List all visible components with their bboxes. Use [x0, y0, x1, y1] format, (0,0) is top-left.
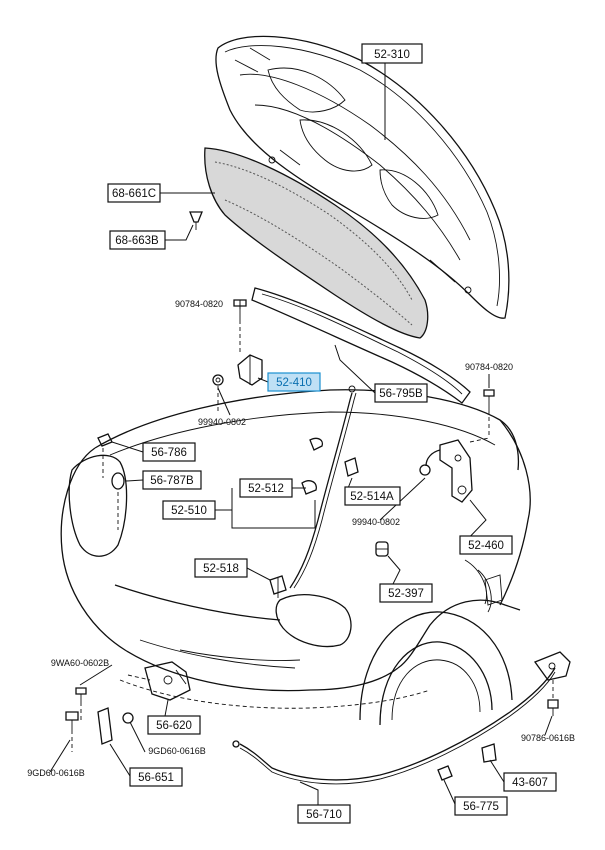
part-label-hood-seal: 56-795B: [374, 383, 428, 403]
svg-text:52-510: 52-510: [171, 505, 207, 517]
svg-text:52-514A: 52-514A: [350, 491, 394, 503]
hood-insulator: [204, 147, 429, 339]
part-label-safety-catch: 56-651: [129, 767, 183, 787]
safety-catch: [97, 707, 113, 745]
part-label-bolt-top-left: 90784-0820: [175, 299, 223, 309]
bolt-icon: [75, 687, 87, 702]
svg-text:68-661C: 68-661C: [112, 188, 156, 200]
assembly-lines: [71, 320, 554, 752]
part-label-nut-right: 99940-0802: [352, 517, 400, 527]
part-label-nut-left: 99940-0802: [198, 417, 246, 427]
svg-text:56-620: 56-620: [156, 720, 192, 732]
part-label-hinge-bracket: 52-514A: [344, 486, 401, 506]
part-label-insulator-clip: 68-663B: [109, 230, 166, 250]
part-label-hood-lock: 56-620: [147, 715, 201, 735]
hinge-bracket-icon: [344, 457, 359, 477]
part-label-release-cable: 56-710: [297, 804, 351, 824]
leader-lines: [49, 63, 553, 805]
part-label-hood-latch-bracket: 52-410: [267, 372, 321, 392]
hood-latch-bracket: [237, 354, 263, 386]
part-label-bolt-lock: 9GD60-0616B: [148, 746, 206, 756]
svg-text:52-518: 52-518: [203, 563, 239, 575]
part-label-hinge: 52-460: [459, 535, 513, 555]
svg-text:56-787B: 56-787B: [150, 475, 194, 487]
lever-grommet-icon: [481, 743, 497, 763]
part-label-prop-rod: 52-510: [162, 500, 216, 520]
prop-rod-holder-icon: [269, 575, 287, 598]
part-label-cable-clip: 56-775: [454, 796, 508, 816]
svg-text:56-651: 56-651: [138, 772, 174, 784]
grommet-icon: [375, 541, 389, 557]
nut-icon: [212, 374, 224, 386]
part-label-prop-rod-holder: 52-518: [194, 558, 248, 578]
cable-clip-icon: [437, 765, 453, 781]
svg-text:68-663B: 68-663B: [115, 235, 159, 247]
car-body: [60, 389, 531, 726]
svg-text:52-460: 52-460: [468, 540, 504, 552]
svg-text:56-786: 56-786: [151, 447, 187, 459]
svg-text:56-775: 56-775: [463, 801, 499, 813]
part-label-bolt-lever: 90786-0616B: [521, 733, 575, 743]
prop-rod-clip-icon: [301, 437, 324, 495]
insulator-clip-icon: [189, 211, 203, 230]
part-label-hood: 52-310: [361, 43, 423, 64]
bumper-rubber-icon: [111, 472, 125, 490]
svg-text:56-710: 56-710: [306, 809, 342, 821]
part-label-release-lever: 43-607: [503, 772, 557, 792]
hood-lock: [144, 661, 191, 701]
hood-hinge: [419, 439, 473, 503]
bolt-icon: [122, 712, 134, 724]
hood-seal: [251, 287, 471, 404]
svg-text:52-410: 52-410: [276, 377, 312, 389]
svg-text:43-607: 43-607: [512, 777, 548, 789]
release-cable: [232, 667, 556, 785]
part-label-bumper-rubber: 56-787B: [142, 470, 202, 490]
part-label-bolt-safety: 9GD60-0616B: [27, 768, 85, 778]
svg-text:56-795B: 56-795B: [379, 388, 423, 400]
svg-text:52-310: 52-310: [374, 49, 410, 61]
release-lever: [533, 651, 571, 681]
svg-text:52-397: 52-397: [388, 588, 424, 600]
part-label-hood-insulator: 68-661C: [107, 183, 161, 203]
bolt-icon: [65, 711, 79, 730]
bolt-icon: [547, 699, 559, 716]
svg-text:52-512: 52-512: [248, 483, 284, 495]
part-label-grommet: 52-397: [379, 583, 433, 603]
hood-panel: [215, 35, 510, 319]
bolt-icon: [483, 389, 495, 410]
part-label-bolt-latch: 9WA60-0602B: [51, 658, 109, 668]
part-label-bolt-top-right: 90784-0820: [465, 362, 513, 372]
part-label-prop-rod-clip: 52-512: [239, 478, 293, 498]
prop-rod: [289, 385, 357, 589]
part-label-bumper-pad: 56-786: [142, 442, 196, 462]
